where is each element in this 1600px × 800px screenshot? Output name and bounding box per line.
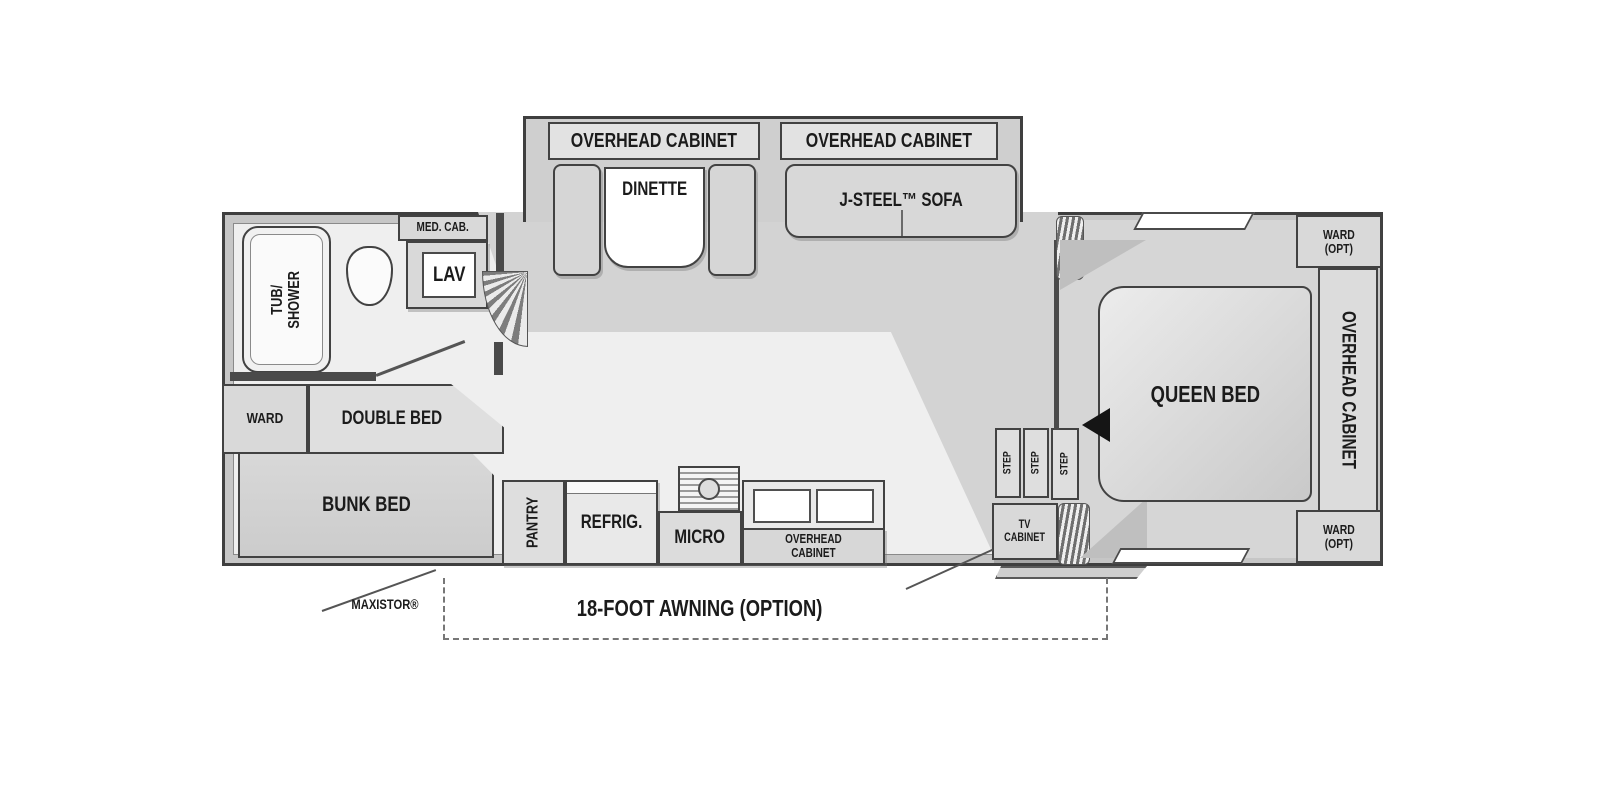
tub-shower: TUB/ SHOWER [242, 226, 331, 373]
ward-front-label: WARD [246, 410, 284, 428]
pantry: PANTRY [502, 480, 565, 565]
overhead-cabinet-right-label: OVERHEAD CABINET [805, 129, 973, 152]
dinette-label: DINETTE [622, 179, 688, 200]
dinette-table [604, 167, 705, 268]
refrigerator-top-face [567, 482, 656, 494]
bathroom-door-jamb [494, 342, 503, 375]
bunk-bed: BUNK BED [238, 452, 494, 558]
dinette-label-wrap: DINETTE [596, 180, 714, 200]
step-1: STEP [995, 428, 1021, 498]
pantry-label: PANTRY [524, 496, 542, 549]
microwave: MICRO [658, 511, 742, 565]
range-cooktop [678, 466, 740, 512]
microwave-label: MICRO [674, 527, 726, 549]
queen-bed-label: QUEEN BED [1150, 380, 1260, 407]
step-1-label: STEP [1001, 451, 1014, 475]
double-bed-label: DOUBLE BED [341, 408, 443, 430]
bed-direction-arrow-icon [1082, 408, 1110, 442]
step-3-label: STEP [1058, 452, 1071, 476]
ward-opt-bottom-label: WARD (OPT) [1323, 521, 1355, 551]
jsteel-sofa: J-STEEL™ SOFA [785, 164, 1017, 238]
step-2: STEP [1023, 428, 1049, 498]
toilet [346, 246, 393, 306]
med-cab: MED. CAB. [398, 215, 488, 241]
bedroom-overhead-cabinet-label: OVERHEAD CABINET [1337, 311, 1359, 469]
maxistor-label: MAXISTOR® [351, 596, 419, 612]
tub-shower-label: TUB/ SHOWER [268, 270, 303, 329]
ward-opt-bottom: WARD (OPT) [1296, 510, 1382, 563]
bathroom-right-wall [496, 213, 504, 277]
bedroom-window-bottom [1111, 548, 1251, 564]
entry-step-ledge [995, 566, 1147, 579]
ward-opt-top: WARD (OPT) [1296, 215, 1382, 268]
lav-basin: LAV [422, 252, 476, 298]
step-3: STEP [1051, 428, 1079, 500]
awning-bracket-right [1106, 578, 1108, 640]
sofa-cushion-divider [901, 210, 903, 236]
med-cab-label: MED. CAB. [416, 220, 470, 235]
bedroom-window-top [1133, 212, 1255, 230]
awning-label-wrap: 18-FOOT AWNING (OPTION) [500, 596, 900, 621]
refrigerator-label: REFRIG. [580, 511, 643, 533]
dinette-bench-right [708, 164, 756, 276]
awning-label: 18-FOOT AWNING (OPTION) [577, 595, 823, 621]
bunk-bed-label: BUNK BED [321, 492, 411, 516]
ward-opt-top-label: WARD (OPT) [1323, 226, 1355, 256]
overhead-cabinet-left-label: OVERHEAD CABINET [570, 129, 738, 152]
slideout-overhead-cabinet-left: OVERHEAD CABINET [548, 122, 760, 160]
bedroom-divider-wall [1054, 240, 1059, 430]
bedroom-overhead-cabinet: OVERHEAD CABINET [1318, 268, 1378, 512]
kitchen-counter [742, 480, 885, 530]
tv-cabinet-label: TV CABINET [1004, 519, 1046, 544]
kitchen-overhead-cabinet-label: OVERHEAD CABINET [785, 532, 842, 560]
awning-bracket-bottom [443, 638, 1108, 640]
ward-front: WARD [222, 384, 308, 454]
queen-bed: QUEEN BED [1098, 286, 1312, 502]
awning-bracket-left [443, 578, 445, 640]
sofa-label: J-STEEL™ SOFA [839, 190, 963, 212]
tub-inner-outline [250, 234, 323, 365]
dinette-bench-left [553, 164, 601, 276]
bathroom-bottom-wall [230, 372, 376, 381]
step-2-label: STEP [1029, 451, 1042, 475]
lav-cabinet: LAV [406, 241, 488, 309]
slideout-overhead-cabinet-right: OVERHEAD CABINET [780, 122, 998, 160]
lav-label: LAV [432, 262, 466, 286]
kitchen-overhead-cabinet: OVERHEAD CABINET [742, 528, 885, 565]
refrigerator: REFRIG. [565, 480, 658, 565]
sink-bowl-right [816, 489, 874, 523]
tv-cabinet: TV CABINET [992, 503, 1058, 560]
maxistor-label-wrap: MAXISTOR® [330, 596, 440, 614]
bathroom-accordion-door-icon [482, 271, 528, 347]
sink-bowl-left [753, 489, 811, 523]
burner-icon [698, 478, 720, 500]
